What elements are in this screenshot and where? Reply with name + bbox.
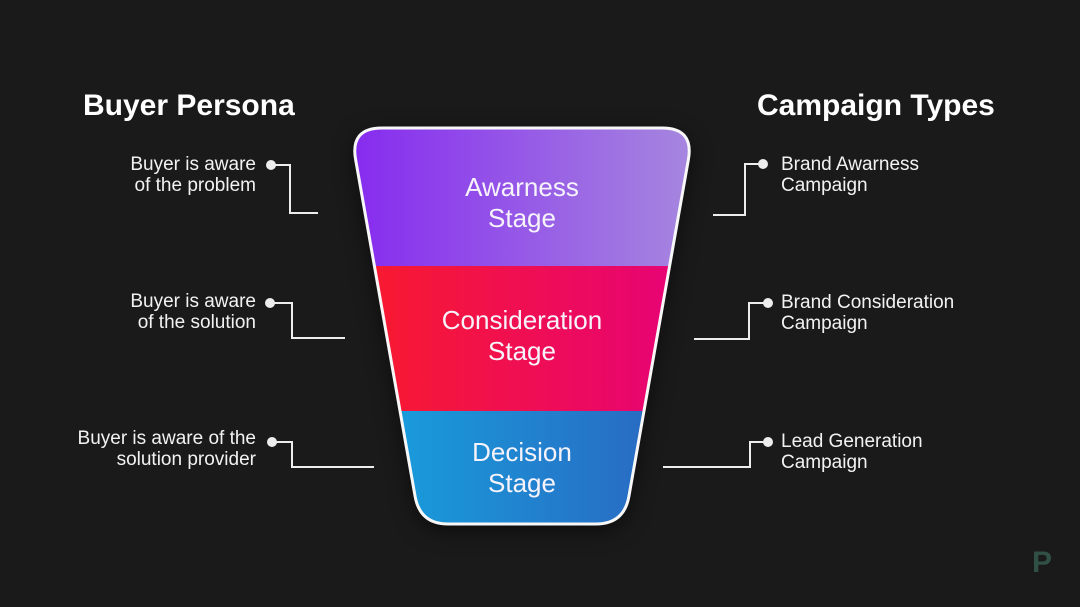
stage-label-line: Awarness	[465, 172, 579, 202]
p-logo-watermark: P	[1032, 546, 1053, 579]
connector-right-1	[713, 163, 763, 216]
stage-label-line: Consideration	[441, 305, 603, 335]
item-line: Buyer is aware	[130, 154, 256, 175]
funnel-stage-consideration-band	[354, 266, 690, 411]
funnel-shape	[353, 126, 691, 526]
dot-icon	[763, 298, 773, 308]
item-line: Campaign	[781, 174, 868, 196]
item-line: of the problem	[134, 174, 256, 196]
connector-right-3	[663, 441, 768, 468]
stage-label-line: Stage	[488, 468, 556, 498]
item-line: Brand Consideration	[781, 292, 955, 313]
connector-right-2	[694, 302, 768, 340]
campaign-types-heading: Campaign Types	[757, 89, 995, 122]
dot-icon	[265, 298, 275, 308]
connector-left-2	[270, 302, 345, 339]
buyer-persona-item-1: Buyer is aware of the problem	[130, 154, 256, 196]
item-line: Campaign	[781, 451, 868, 473]
dot-icon	[758, 159, 768, 169]
consideration-stage-label: Consideration Stage	[362, 305, 682, 367]
campaign-type-item-3: Lead Generation Campaign	[781, 431, 923, 473]
connector-left-1	[271, 164, 318, 214]
connector-lines	[270, 163, 768, 468]
dot-icon	[267, 437, 277, 447]
stage-label-line: Stage	[488, 336, 556, 366]
item-line: solution provider	[116, 448, 256, 470]
funnel-outline	[353, 126, 691, 526]
item-line: Lead Generation	[781, 431, 923, 452]
item-line: Buyer is aware of the	[77, 428, 256, 449]
item-line: Buyer is aware	[130, 291, 256, 312]
funnel-stage-awareness-band	[354, 128, 690, 266]
item-line: of the solution	[137, 311, 256, 333]
campaign-type-item-2: Brand Consideration Campaign	[781, 292, 955, 334]
stage-label-line: Decision	[472, 437, 572, 467]
connector-dots	[265, 159, 773, 447]
connector-left-3	[272, 441, 374, 468]
dot-icon	[266, 160, 276, 170]
item-line: Brand Awarness	[781, 154, 920, 175]
dot-icon	[763, 437, 773, 447]
item-line: Campaign	[781, 312, 868, 334]
awareness-stage-label: Awarness Stage	[362, 172, 682, 234]
buyer-persona-heading: Buyer Persona	[83, 89, 295, 122]
buyer-persona-item-2: Buyer is aware of the solution	[130, 291, 256, 333]
decision-stage-label: Decision Stage	[362, 437, 682, 499]
buyer-persona-item-3: Buyer is aware of the solution provider	[77, 428, 256, 470]
campaign-type-item-1: Brand Awarness Campaign	[781, 154, 920, 196]
stage-label-line: Stage	[488, 203, 556, 233]
